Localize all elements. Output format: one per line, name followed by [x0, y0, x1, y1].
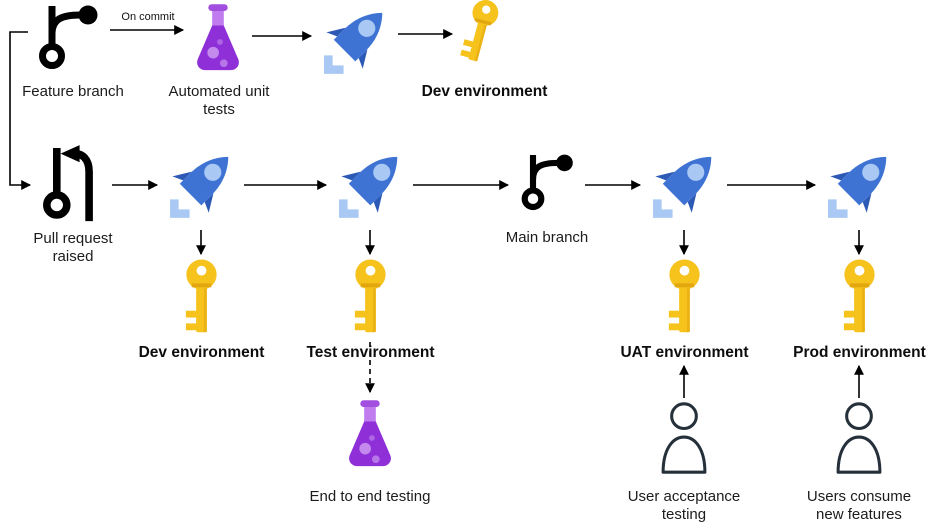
test-environment-label: Test environment — [306, 344, 435, 361]
user-acceptance-testing-label: User acceptance testing — [627, 488, 741, 523]
main-branch-icon — [512, 150, 582, 216]
pull-request-raised-label: Pull request raised — [33, 230, 113, 265]
pipeline-rocket-icon-3 — [644, 144, 724, 228]
arrow-featurebranch-to-pullrequest — [9, 31, 32, 190]
feature-branch-icon — [28, 2, 108, 74]
pull-request-icon — [34, 142, 110, 228]
uat-environment-label: UAT environment — [620, 344, 749, 361]
test-environment-key-icon — [348, 258, 393, 340]
uat-user-person-icon — [657, 400, 711, 476]
pipeline-rocket-icon-1 — [161, 144, 241, 228]
main-branch-label: Main branch — [505, 229, 589, 246]
uat-environment-key-icon — [662, 258, 707, 340]
end-to-end-testing-label: End to end testing — [309, 488, 431, 505]
prod-user-person-icon — [832, 400, 886, 476]
feature-branch-label: Feature branch — [22, 83, 124, 100]
on-commit-label: On commit — [121, 11, 175, 23]
e2e-testing-flask-icon — [339, 396, 401, 478]
dev-environment-key-icon — [179, 258, 224, 340]
pipeline-rocket-icon-4 — [819, 144, 899, 228]
prod-environment-key-icon — [837, 258, 882, 340]
dev-environment-top-label: Dev environment — [421, 83, 548, 100]
prod-environment-label: Prod environment — [793, 344, 926, 361]
users-consume-new-features-label: Users consume new features — [806, 488, 912, 523]
pipeline-rocket-icon-top — [315, 0, 395, 84]
pipeline-rocket-icon-2 — [330, 144, 410, 228]
dev-environment-label: Dev environment — [138, 344, 265, 361]
automated-unit-tests-label: Automated unit tests — [168, 83, 270, 118]
unit-tests-flask-icon — [187, 2, 249, 80]
